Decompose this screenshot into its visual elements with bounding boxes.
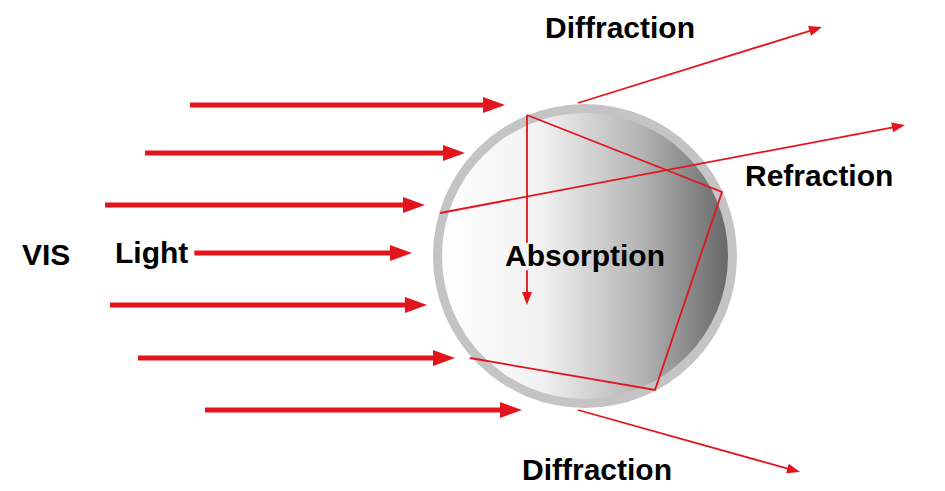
absorbed-ray — [526, 115, 528, 243]
arrowhead — [483, 97, 505, 113]
incident-ray — [138, 356, 435, 361]
incident-ray — [145, 151, 445, 156]
incident-ray — [110, 303, 407, 308]
diffracted-ray — [578, 30, 811, 103]
arrowhead — [500, 402, 522, 418]
arrowhead — [405, 297, 427, 313]
diffracted-ray — [578, 410, 789, 469]
refracted-ray — [440, 127, 894, 213]
arrowhead — [522, 292, 532, 305]
incident-ray — [194, 251, 392, 256]
particle-body — [442, 113, 728, 399]
arrowhead — [403, 197, 425, 213]
arrowhead — [390, 245, 412, 261]
arrowhead — [443, 145, 465, 161]
particle-circle: Absorption — [432, 103, 738, 409]
arrowhead — [808, 26, 822, 36]
spectrum-label: VIS — [22, 238, 70, 273]
diffraction-label: Diffraction — [545, 11, 695, 46]
node-label: Absorption — [505, 239, 665, 274]
light-label: Light — [115, 236, 188, 271]
arrowhead — [433, 350, 455, 366]
incident-ray — [105, 203, 405, 208]
refraction-label: Refraction — [745, 159, 893, 194]
internal-reflection — [470, 115, 722, 390]
arrowhead — [891, 123, 905, 133]
absorbed-ray — [526, 270, 528, 294]
diffraction-label: Diffraction — [522, 453, 672, 488]
incident-ray — [205, 408, 502, 413]
arrowhead — [786, 464, 800, 474]
particle-ring — [433, 104, 737, 408]
incident-ray — [190, 103, 485, 108]
